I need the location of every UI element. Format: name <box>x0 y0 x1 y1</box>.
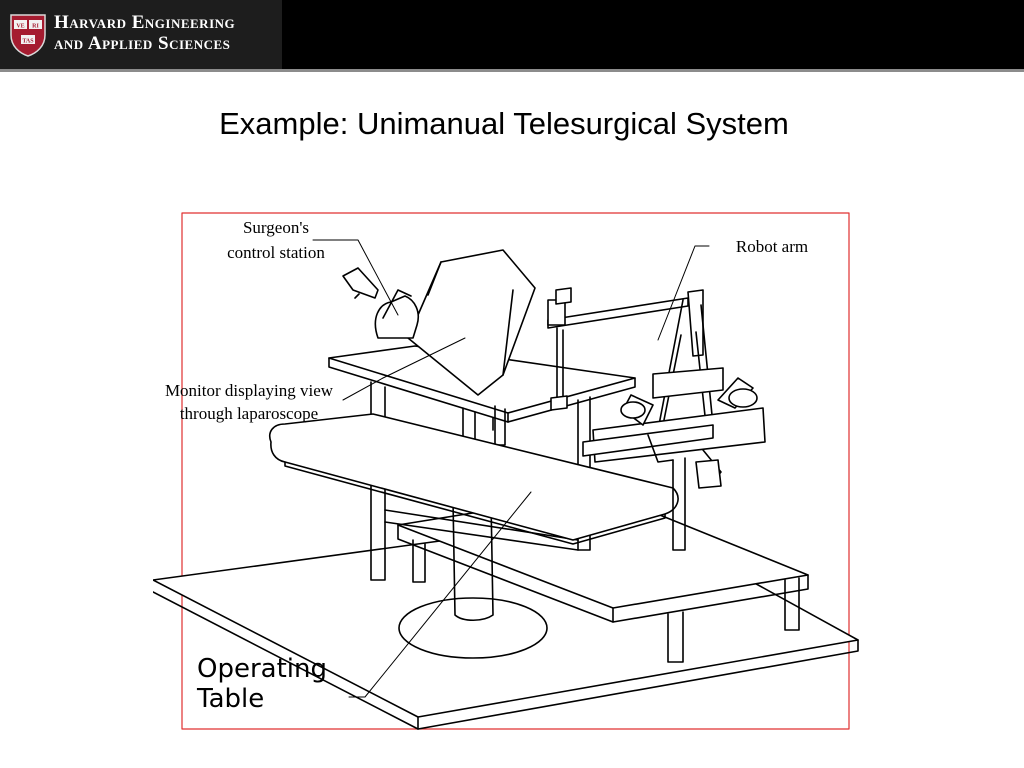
shield-text-tas: TAS <box>22 39 34 45</box>
label-control-station-line2: control station <box>227 243 325 262</box>
label-monitor-line1: Monitor displaying view <box>165 381 334 400</box>
label-operating-table-line1: Operating <box>197 654 327 684</box>
operating-table-base <box>398 499 548 659</box>
header-bar: VE RI TAS Harvard Engineering and Applie… <box>0 0 1024 69</box>
figure-frame <box>181 212 850 730</box>
leader-operating-table <box>348 491 532 698</box>
label-operating-table-line2: Table <box>196 684 264 714</box>
operating-table-top <box>269 413 679 545</box>
label-robot-arm: Robot arm <box>736 237 808 256</box>
telesurgical-system-diagram: Surgeon's control station Robot arm Moni… <box>153 210 863 732</box>
harvard-shield-icon: VE RI TAS <box>10 14 46 57</box>
org-name-line1: Harvard Engineering <box>54 12 236 33</box>
shield-text-ve: VE <box>16 24 24 30</box>
shield-text-ri: RI <box>32 24 39 30</box>
leader-monitor <box>342 337 466 401</box>
leader-robot-arm <box>657 245 710 341</box>
monitor <box>407 249 536 396</box>
header-divider <box>0 69 1024 72</box>
label-monitor-line2: through laparoscope <box>180 404 318 423</box>
harvard-seas-logo[interactable]: VE RI TAS Harvard Engineering and Applie… <box>0 0 282 69</box>
robot-arm-assembly <box>547 287 766 551</box>
slide-title: Example: Unimanual Telesurgical System <box>219 106 789 141</box>
hand-controller <box>342 267 420 339</box>
org-name-line2: and Applied Sciences <box>54 33 231 54</box>
org-wordmark: Harvard Engineering and Applied Sciences <box>54 12 235 54</box>
label-control-station-line1: Surgeon's <box>243 218 309 237</box>
leader-control-station <box>312 239 399 316</box>
